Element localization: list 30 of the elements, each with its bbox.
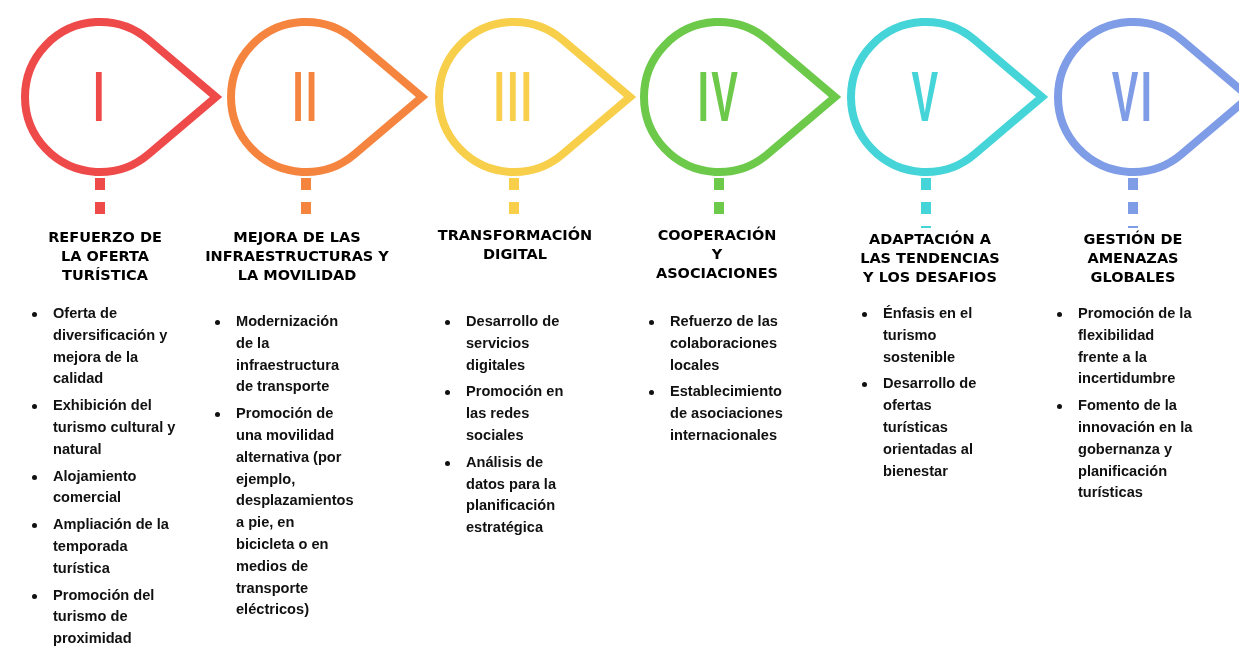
bullet-item: Alojamiento comercial	[53, 467, 137, 506]
bullet-item: Desarrollo de ofertas turísticas orientadas al bienestar	[883, 375, 977, 479]
roman-numeral: VI	[1110, 63, 1156, 131]
bullet-item: Modernización de la infraestructura de transporte	[236, 313, 339, 395]
bullet-item: Promoción del turismo de proximidad	[53, 586, 155, 647]
section-heading: GESTIÓN DE AMENAZAS GLOBALES	[1082, 230, 1184, 287]
bullet-item: Análisis de datos para la planificación estratégica	[466, 453, 557, 536]
dotted-connector	[921, 178, 931, 228]
roman-numeral: V	[910, 63, 942, 131]
bullet-item: Ampliación de la temporada turística	[53, 516, 169, 576]
bullet-item: Énfasis en el turismo sostenible	[883, 305, 973, 365]
roman-numeral: IV	[696, 63, 742, 131]
section-heading: TRANSFORMACIÓN DIGITAL	[436, 226, 594, 264]
bullet-item: Promoción de una movilidad alternativa (por ejemplo, desplazamientos a pie, en bicicleta o en medios de transporte eléctricos)	[236, 405, 354, 618]
bullet-item: Establecimiento de asociaciones internacionales	[670, 383, 783, 443]
dotted-connector	[1128, 178, 1138, 228]
bullet-item: Refuerzo de las colaboraciones locales	[670, 313, 778, 373]
roman-numeral: I	[92, 63, 108, 131]
bullet-item: Oferta de diversificación y mejora de la calidad	[53, 305, 168, 387]
roman-numeral: III	[492, 63, 536, 131]
section-heading: ADAPTACIÓN A LAS TENDENCIAS Y LOS DESAFIOS	[859, 230, 1001, 287]
bullet-item: Promoción en las redes sociales	[466, 383, 564, 443]
roman-numeral: II	[291, 63, 321, 131]
section-heading: MEJORA DE LAS INFRAESTRUCTURAS Y LA MOVILIDAD	[204, 228, 390, 285]
bullet-item: Desarrollo de servicios digitales	[466, 313, 560, 373]
bullet-item: Exhibición del turismo cultural y natural	[53, 397, 176, 457]
section-heading: REFUERZO DE LA OFERTA TURÍSTICA	[47, 228, 163, 285]
bullet-item: Fomento de la innovación en la gobernanza y planificación turísticas	[1078, 397, 1193, 501]
bullet-item: Promoción de la flexibilidad frente a la incertidumbre	[1078, 305, 1192, 387]
section-heading: COOPERACIÓN Y ASOCIACIONES	[654, 226, 780, 283]
